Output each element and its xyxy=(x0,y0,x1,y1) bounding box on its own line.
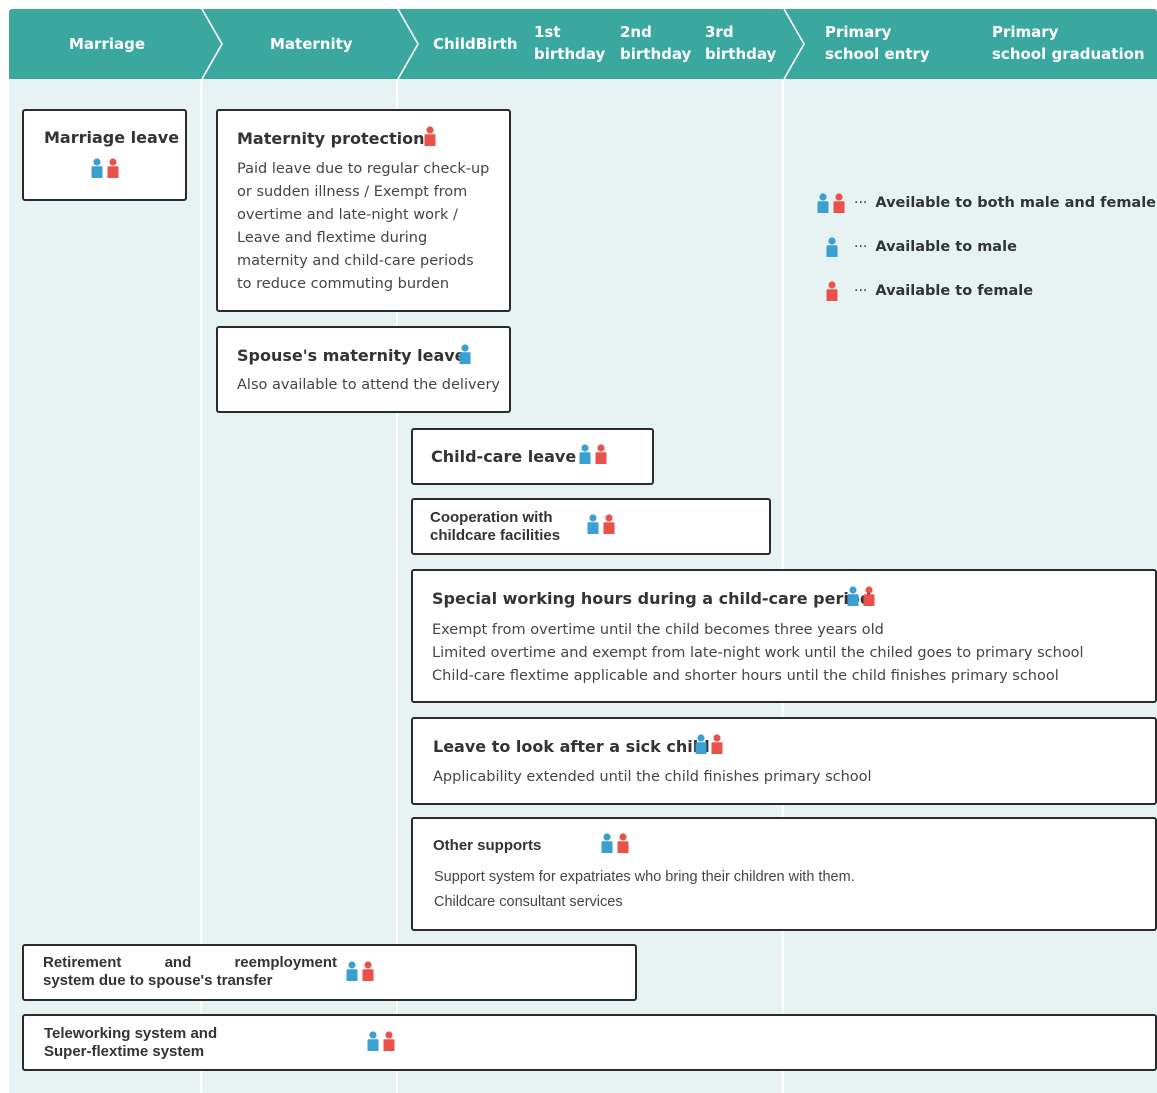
legend-both: ··· Aveilable to both male and female xyxy=(816,193,1156,213)
card-description: Exempt from overtime until the child bec… xyxy=(432,622,1084,684)
availability-icons xyxy=(90,158,120,178)
legend-female-label: Available to female xyxy=(875,283,1034,299)
availability-icons xyxy=(694,734,724,754)
female-icon xyxy=(602,514,616,534)
legend-male: ··· Available to male xyxy=(825,237,1017,257)
female-icon xyxy=(862,586,876,606)
availability-icons xyxy=(366,1031,396,1051)
stage-marriage: Marriage xyxy=(69,35,146,53)
male-icon xyxy=(694,734,708,754)
female-icon xyxy=(361,961,375,981)
availability-icons xyxy=(423,126,437,146)
male-icon xyxy=(90,158,104,178)
card-description: Paid leave due to regular check-up or su… xyxy=(237,161,490,292)
card-title: Leave to look after a sick child xyxy=(433,737,710,756)
female-icon xyxy=(710,734,724,754)
card-title: Special working hours during a child-car… xyxy=(432,589,872,608)
male-icon xyxy=(600,833,614,853)
card-maternity-protection: Maternity protection Paid leave due to r… xyxy=(216,109,511,312)
availability-icons xyxy=(345,961,375,981)
male-icon xyxy=(825,237,839,257)
card-description: Also available to attend the delivery xyxy=(237,377,501,393)
male-icon xyxy=(578,444,592,464)
legend-both-label: Aveilable to both male and female xyxy=(875,195,1157,211)
card-cooperation-childcare: Cooperation with childcare facilities xyxy=(411,498,771,555)
card-special-working-hours: Special working hours during a child-car… xyxy=(411,569,1157,703)
male-icon xyxy=(366,1031,380,1051)
legend-dots: ··· xyxy=(854,195,868,211)
legend-female: ··· Available to female xyxy=(825,281,1033,301)
card-title: Other supports xyxy=(433,837,542,854)
card-title: Marriage leave xyxy=(44,128,180,147)
female-icon xyxy=(106,158,120,178)
divider-childbirth xyxy=(396,79,398,1093)
legend-male-label: Available to male xyxy=(875,239,1017,255)
card-spouse-maternity-leave: Spouse's maternity leave Also available … xyxy=(216,326,511,413)
availability-icons xyxy=(578,444,608,464)
card-marriage-leave: Marriage leave xyxy=(22,109,187,201)
female-icon xyxy=(594,444,608,464)
card-description: Support system for expatriates who bring… xyxy=(434,869,855,910)
female-icon xyxy=(832,193,846,213)
card-description: Applicability extended until the child f… xyxy=(433,769,872,785)
female-icon xyxy=(423,126,437,146)
male-icon xyxy=(345,961,359,981)
female-icon xyxy=(382,1031,396,1051)
card-teleworking: Teleworking system and Super-flextime sy… xyxy=(22,1014,1157,1071)
card-retirement-reemployment: Retirement and reemployment system due t… xyxy=(22,944,637,1001)
card-title: Child-care leave xyxy=(431,447,577,466)
legend-dots: ··· xyxy=(854,239,868,255)
availability-icons xyxy=(586,514,616,534)
male-icon xyxy=(846,586,860,606)
male-icon xyxy=(586,514,600,534)
card-title: Teleworking system and Super-flextime sy… xyxy=(44,1025,218,1060)
legend-dots: ··· xyxy=(854,283,868,299)
card-title: Spouse's maternity leave xyxy=(237,346,466,365)
stage-separators xyxy=(201,9,805,79)
card-title: Maternity protection xyxy=(237,129,425,148)
availability-icons xyxy=(846,586,876,606)
male-icon xyxy=(458,344,472,364)
card-sick-child-leave: Leave to look after a sick child Applica… xyxy=(411,717,1157,805)
card-other-supports: Other supports Support system for expatr… xyxy=(411,817,1157,931)
divider-maternity xyxy=(200,79,202,1093)
female-icon xyxy=(825,281,839,301)
stage-childbirth: ChildBirth xyxy=(433,35,518,53)
male-icon xyxy=(816,193,830,213)
card-child-care-leave: Child-care leave xyxy=(411,428,654,485)
card-title: Cooperation with childcare facilities xyxy=(430,509,561,544)
female-icon xyxy=(616,833,630,853)
card-title: Retirement and reemployment system due t… xyxy=(43,954,337,989)
availability-icons xyxy=(600,833,630,853)
availability-icons xyxy=(458,344,472,364)
stage-maternity: Maternity xyxy=(270,35,353,53)
